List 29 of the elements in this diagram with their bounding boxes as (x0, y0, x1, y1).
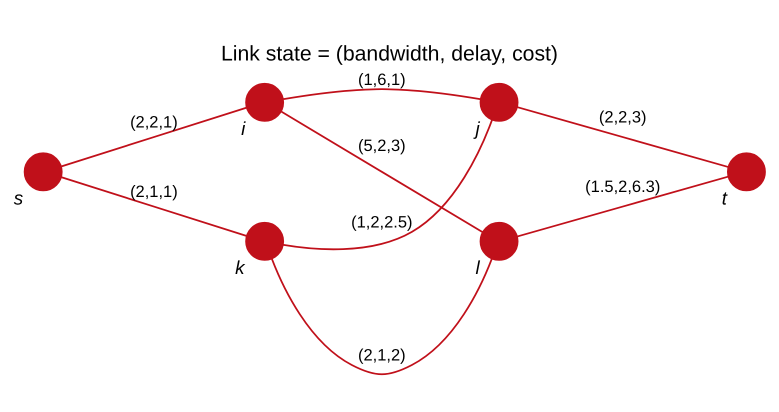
node-label: i (241, 118, 246, 139)
node-label: k (235, 256, 245, 278)
connector (61, 176, 247, 236)
edge-label: (1.5,2,6.3) (585, 178, 660, 196)
node-circle (480, 221, 518, 260)
edge-label: (2,2,3) (598, 108, 647, 126)
node-circle (727, 152, 766, 191)
connector (283, 119, 493, 250)
connector (283, 88, 480, 100)
node-circle (480, 82, 518, 122)
node-label: l (475, 256, 480, 278)
connector (61, 106, 247, 167)
edge-label: (1,6,1) (358, 70, 406, 88)
diagram-title: Link state = (bandwidth, delay, cost) (220, 42, 558, 65)
node-label: j (475, 118, 480, 139)
edge-label: (1,2,2.5) (351, 212, 413, 231)
node-label: s (14, 187, 24, 208)
edge-label: (2,2,1) (130, 112, 178, 131)
connector (517, 175, 728, 237)
node-label: t (722, 187, 727, 208)
node-circle (245, 221, 284, 260)
connector (517, 106, 728, 168)
edge-label: (2,1,1) (130, 182, 178, 200)
connector (280, 110, 483, 232)
node-circle (24, 152, 63, 191)
connector (271, 258, 493, 375)
node-circle (245, 82, 284, 122)
edge-label: (5,2,3) (358, 136, 406, 154)
edge-label: (2,1,2) (358, 346, 406, 364)
